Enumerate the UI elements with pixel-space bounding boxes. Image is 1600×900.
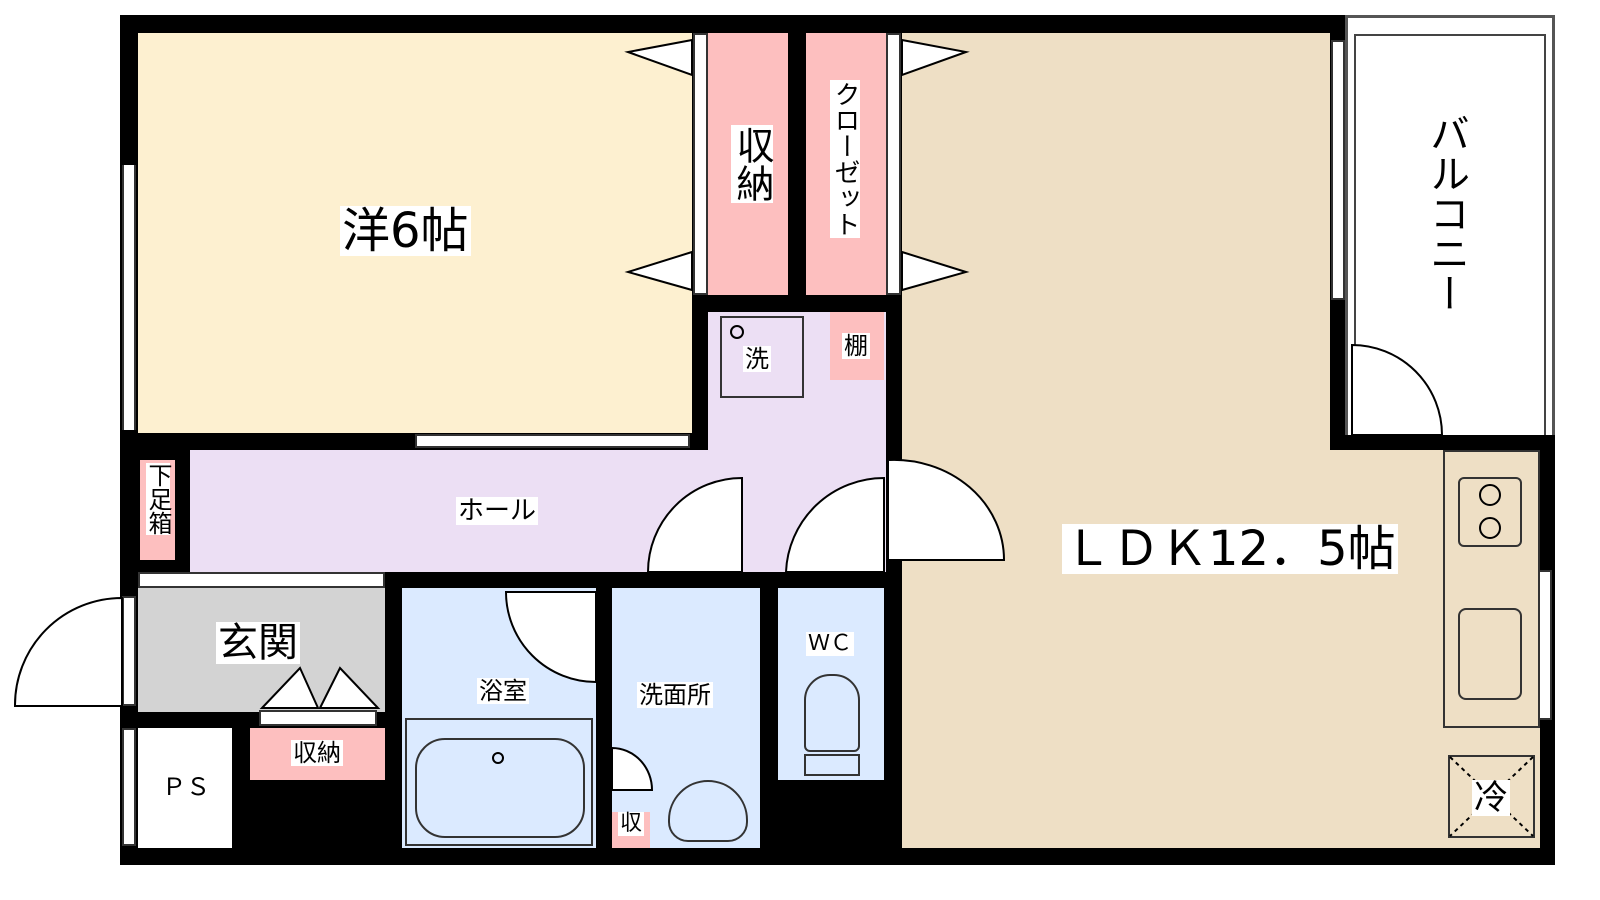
storage-top-label: 収納 <box>730 125 774 203</box>
entrance-storage-door[interactable] <box>259 710 377 726</box>
balcony-window[interactable] <box>1331 40 1345 300</box>
closet-left-door-bottom[interactable] <box>624 250 693 292</box>
shoe-box-label: 下足箱 <box>144 463 172 535</box>
entrance-storage-label: 収納 <box>291 739 343 767</box>
washbasin <box>668 780 748 842</box>
sliding-door-western[interactable] <box>415 434 690 448</box>
entrance-door[interactable] <box>13 596 123 707</box>
toilet-label: ＷＣ <box>806 631 855 656</box>
washer-label: 洗 <box>743 345 771 373</box>
closet-label: クローゼット <box>830 80 860 238</box>
pipe-space-label: ＰＳ <box>160 773 212 801</box>
balcony-door[interactable] <box>1351 343 1444 436</box>
window-left <box>122 165 136 430</box>
stove-burner-top <box>1479 484 1501 506</box>
kitchen-window[interactable] <box>1538 570 1552 720</box>
small-storage-label: 収 <box>618 811 645 836</box>
closet-left-door-top[interactable] <box>624 38 693 77</box>
ldk-door[interactable] <box>887 458 1006 561</box>
bathtub-drain <box>492 752 504 764</box>
ldk-label: ＬＤＫ12．5帖 <box>1062 521 1398 577</box>
hall-label: ホール <box>456 496 539 526</box>
toilet-door[interactable] <box>784 476 885 573</box>
bathroom-label: 浴室 <box>477 677 529 705</box>
sink <box>1458 608 1522 700</box>
bathtub <box>405 718 593 846</box>
entrance-storage-door-right[interactable] <box>318 666 381 709</box>
fridge-label: 冷 <box>1472 778 1510 818</box>
closet-right-door-top[interactable] <box>901 38 970 77</box>
washroom-door[interactable] <box>646 476 743 573</box>
stove <box>1458 477 1522 547</box>
bathroom-door[interactable] <box>504 591 597 684</box>
fridge <box>1448 755 1535 838</box>
western-room-label: 洋6帖 <box>340 203 471 259</box>
ps-window <box>122 728 136 846</box>
entrance-storage-door-left[interactable] <box>259 666 320 709</box>
toilet-bowl <box>804 674 860 752</box>
washer-drain <box>730 325 744 339</box>
bathtub-basin <box>415 738 585 838</box>
toilet-tank <box>804 754 860 776</box>
sliding-door-closet[interactable] <box>886 33 901 295</box>
shelf-label: 棚 <box>842 332 870 360</box>
sliding-door-storage[interactable] <box>693 33 708 295</box>
stove-burner-bottom <box>1479 517 1501 539</box>
storage-small-door[interactable] <box>611 746 654 791</box>
entrance-step <box>138 572 385 588</box>
toilet-room <box>778 588 884 780</box>
balcony-label: バルコニー <box>1423 112 1469 314</box>
closet-right-door-bottom[interactable] <box>901 250 970 292</box>
washer-space <box>720 316 804 398</box>
ldk <box>902 33 1330 848</box>
washroom-label: 洗面所 <box>637 681 713 709</box>
entrance-label: 玄関 <box>216 620 300 666</box>
